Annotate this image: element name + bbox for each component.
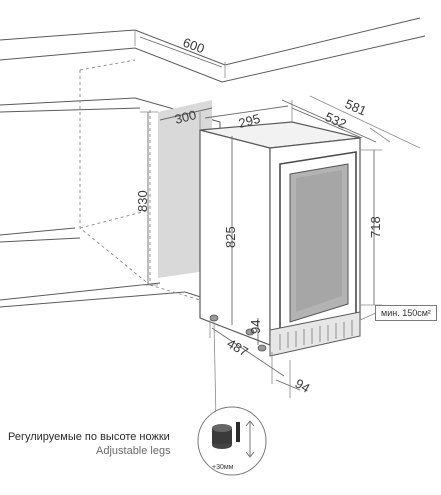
leg-adjust-label: +30мм <box>212 464 234 471</box>
ventilation-leader <box>359 312 377 321</box>
cooler-feet <box>209 314 267 352</box>
dim-830-label: 830 <box>135 190 150 212</box>
leg-height-arrow-icon <box>245 420 255 458</box>
cooler-glass-shade <box>296 170 342 312</box>
leg-callout: +30мм <box>197 321 267 476</box>
cooler-plinth <box>269 311 361 357</box>
dim-825-label: 825 <box>223 226 238 248</box>
dim-94-depth-label: 94 <box>293 376 313 396</box>
dim-718-label: 718 <box>368 216 383 238</box>
dim-niche-height: 830 <box>135 111 158 286</box>
dim-94-height-label: 94 <box>248 320 263 334</box>
dim-height-door: 718 <box>360 149 383 306</box>
legs-caption-ru: Регулируемые по высоте ножки <box>8 431 170 443</box>
plinth-grille <box>279 320 353 350</box>
dim-width: 295 <box>199 100 293 131</box>
dim-300-label: 300 <box>173 107 198 127</box>
ventilation-note: мин. 150см² <box>375 305 437 321</box>
wine-cooler <box>199 121 361 357</box>
dim-height-body: 825 <box>223 136 238 325</box>
dim-plinth-height: 94 <box>248 318 263 345</box>
dim-niche-depth: 300 <box>159 107 213 127</box>
dim-295-label: 295 <box>237 111 262 131</box>
legs-caption-en: Adjustable legs <box>96 445 171 457</box>
countertop-lines <box>0 17 426 308</box>
dim-niche-width: 600 <box>134 30 226 78</box>
niche-outline <box>79 59 201 301</box>
dim-581-label: 581 <box>343 96 369 119</box>
dim-600-label: 600 <box>181 35 207 57</box>
dim-plinth-depth: 94 <box>275 360 313 398</box>
niche-back-wall <box>158 100 212 278</box>
